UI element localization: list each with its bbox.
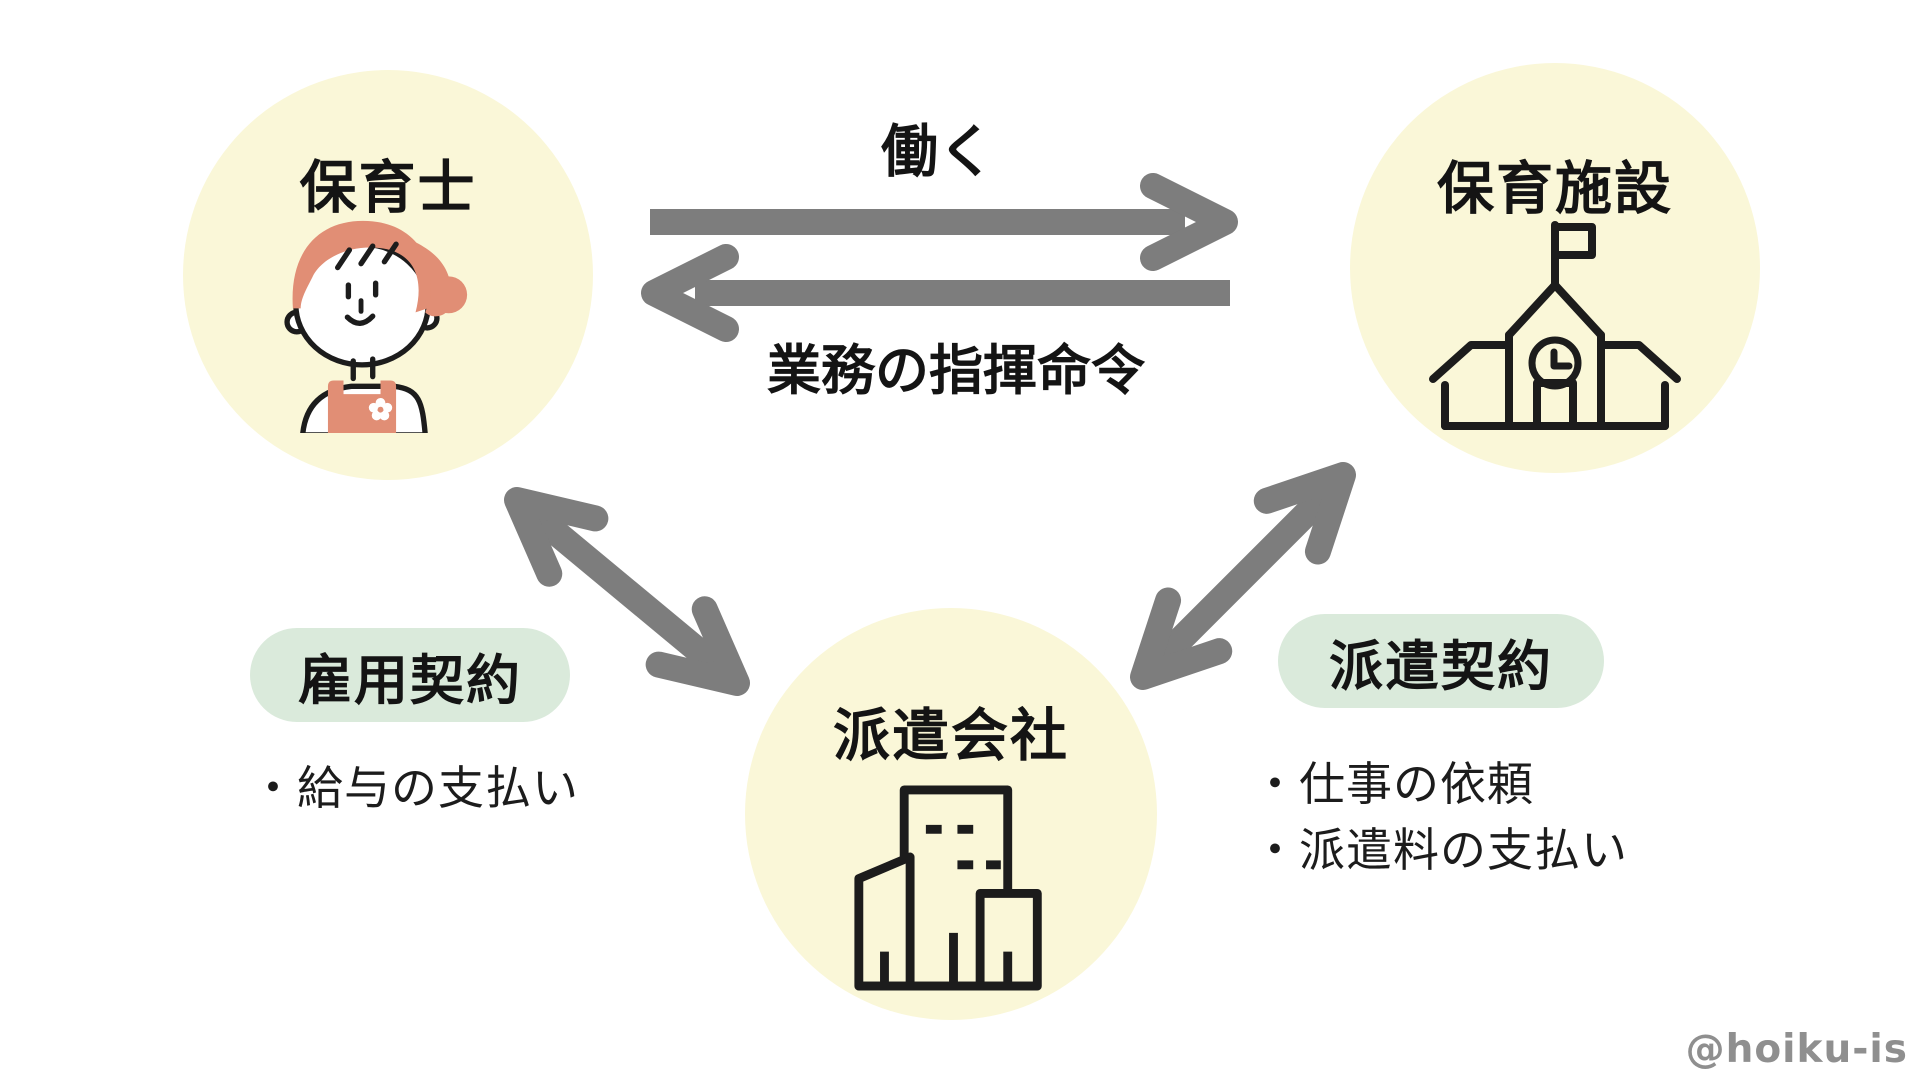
watermark-credit: @hoiku-is bbox=[1685, 1027, 1908, 1072]
node-childcare-facility: 保育施設 bbox=[1350, 63, 1760, 473]
dispatch-note-job-request: ・仕事の依頼 bbox=[1252, 757, 1534, 811]
arrow-dispatch-contract bbox=[1130, 462, 1356, 690]
arrow-employment-contract bbox=[504, 487, 750, 696]
dispatch-note-fee-payment: ・派遣料の支払い bbox=[1252, 823, 1628, 877]
dispatch-contract-pill: 派遣契約 bbox=[1278, 614, 1604, 708]
employment-note-salary: ・給与の支払い bbox=[250, 761, 579, 815]
arrow-command bbox=[641, 244, 1230, 342]
apron-flower bbox=[368, 397, 393, 421]
node-childcare-worker: 保育士 bbox=[183, 70, 593, 480]
employment-contract-label: 雇用契約 bbox=[298, 648, 522, 712]
node-dispatch-agency: 派遣会社 bbox=[745, 608, 1157, 1020]
office-building-icon bbox=[854, 785, 1042, 991]
facility-label: 保育施設 bbox=[1437, 156, 1673, 222]
command-arrow-label: 業務の指揮命令 bbox=[767, 339, 1145, 402]
childcare-worker-icon bbox=[284, 220, 468, 433]
dispatch-contract-label: 派遣契約 bbox=[1329, 634, 1553, 698]
school-building-icon bbox=[1429, 221, 1681, 430]
arrow-work bbox=[650, 173, 1238, 271]
worker-label: 保育士 bbox=[299, 155, 477, 221]
work-arrow-label: 働く bbox=[881, 119, 995, 185]
agency-label: 派遣会社 bbox=[833, 703, 1069, 769]
employment-contract-pill: 雇用契約 bbox=[250, 628, 570, 722]
